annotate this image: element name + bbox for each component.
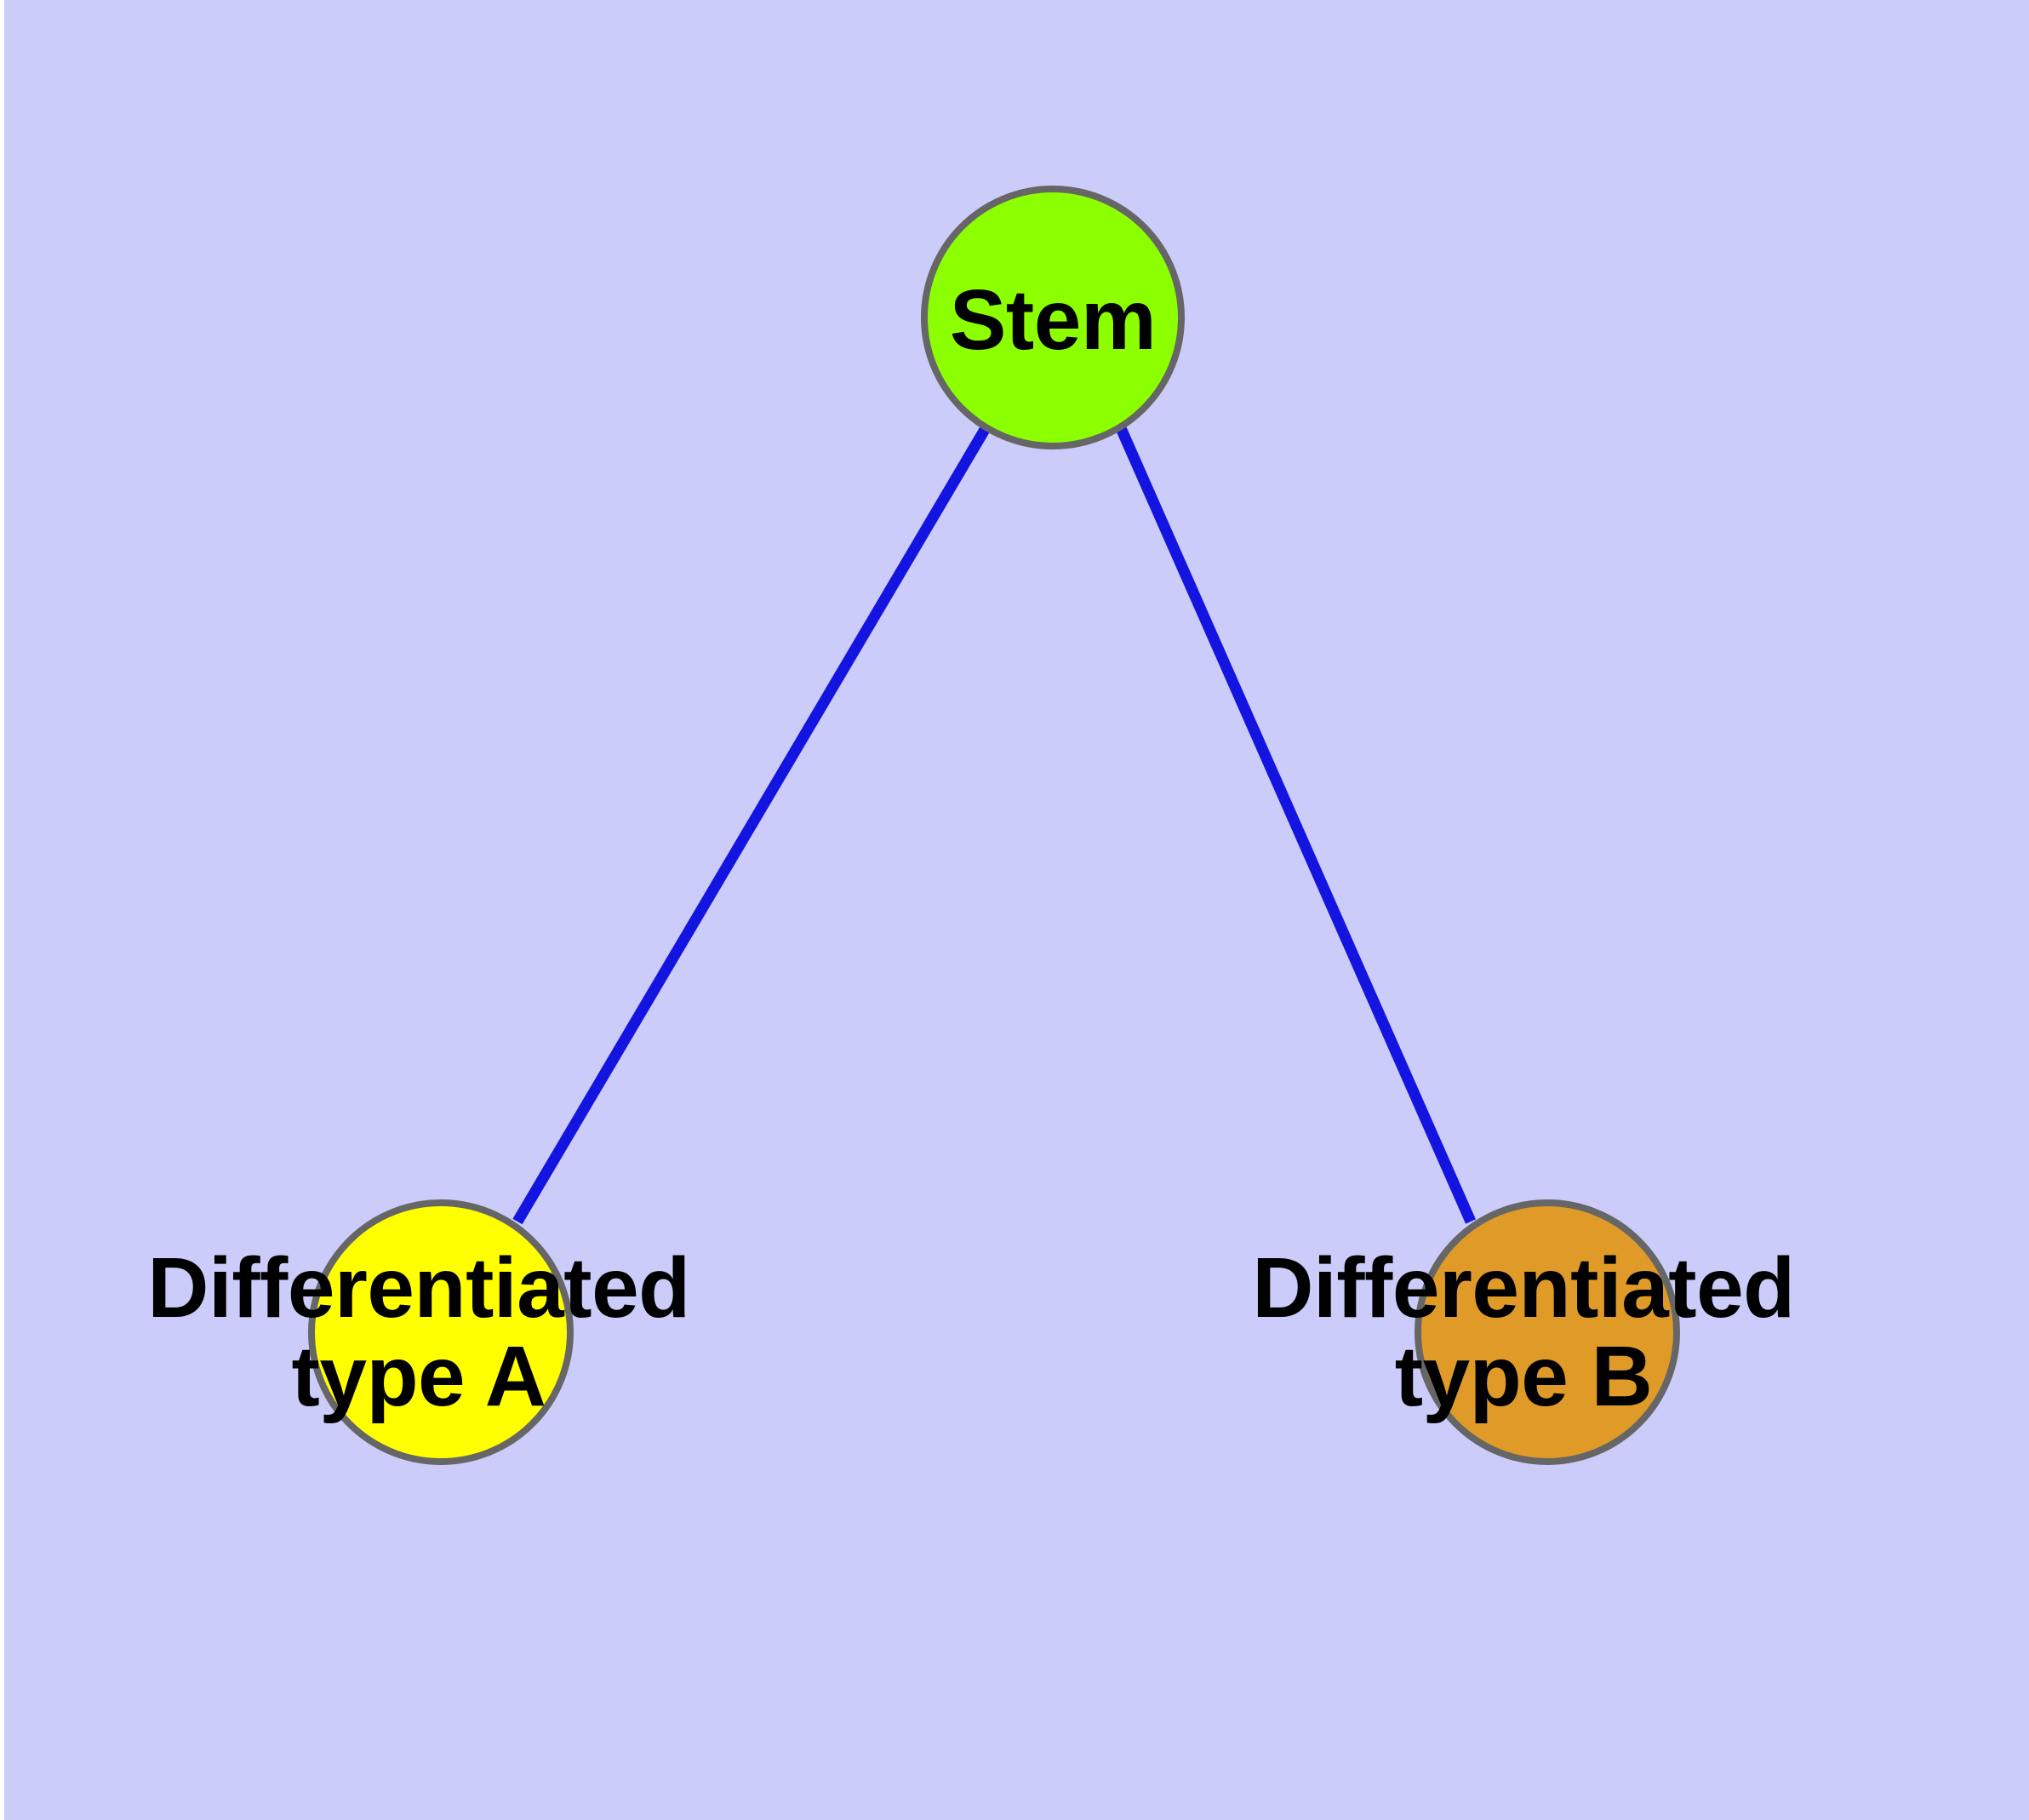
- graph-node-diff_a[interactable]: [308, 1199, 574, 1465]
- graph-edge-stem-to-diff-b[interactable]: [1116, 426, 1476, 1224]
- graph-node-stem[interactable]: [921, 186, 1185, 449]
- nodes-layer: [308, 186, 1680, 1465]
- graph-edge-stem-to-diff-a[interactable]: [512, 425, 991, 1225]
- graph-node-diff_b[interactable]: [1415, 1199, 1680, 1465]
- edges-layer: [512, 425, 1476, 1225]
